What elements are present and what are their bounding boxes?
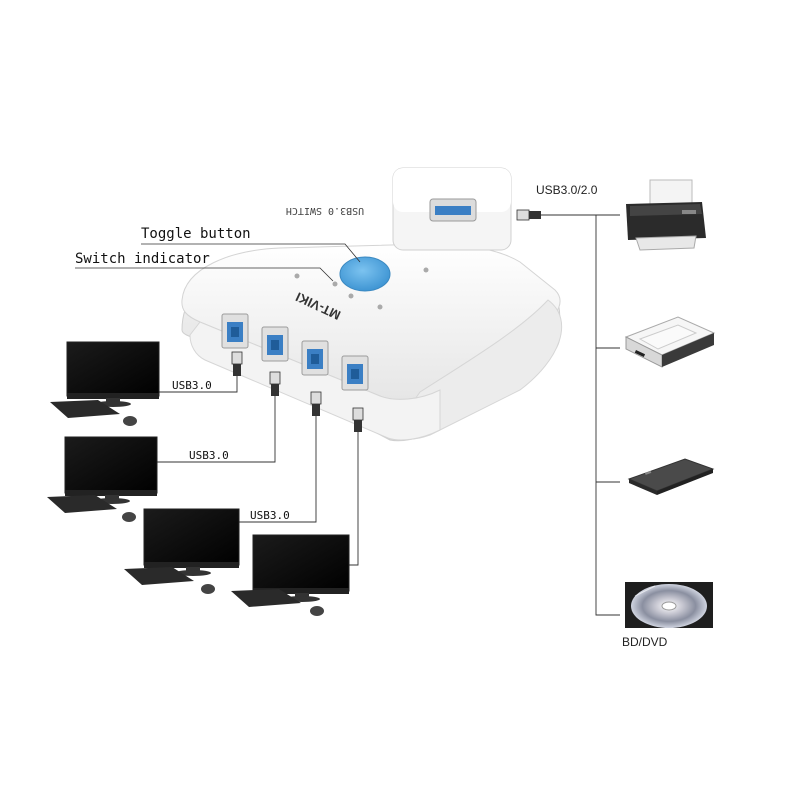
usb-plug [352, 407, 364, 432]
switch-indicator-callout: Switch indicator [75, 251, 334, 282]
toggle-button[interactable] [339, 256, 391, 292]
printer-icon [626, 179, 706, 251]
output-port-housing [392, 167, 512, 251]
switch-indicator-label: Switch indicator [75, 251, 210, 267]
usb-a-port[interactable] [435, 206, 471, 215]
bd-dvd-label: BD/DVD [622, 635, 668, 649]
usb-b-port[interactable] [341, 355, 369, 391]
indicator-led [377, 304, 383, 310]
usb-cable-label: USB3.0 [172, 379, 212, 392]
indicator-led [332, 281, 338, 287]
toggle-button-callout: Toggle button [141, 226, 361, 263]
mouse [122, 512, 136, 522]
keyboard [50, 400, 120, 418]
keyboard [47, 495, 117, 513]
mouse [201, 584, 215, 594]
usb-plug [269, 371, 281, 396]
input-cables [140, 375, 359, 566]
usb-plug [231, 351, 243, 376]
external-hdd-icon [627, 458, 715, 495]
usb-b-port[interactable] [301, 340, 329, 376]
monitor [252, 534, 350, 592]
scanner-icon [624, 316, 716, 368]
computer [47, 436, 158, 522]
output-cable [516, 209, 620, 616]
computer [124, 508, 240, 594]
usb-cable-label: USB3.0 [250, 509, 290, 522]
usb-switch-device: USB3.0 SWITCH MT-VIKI [181, 167, 563, 442]
device-top-label: USB3.0 SWITCH [286, 205, 364, 216]
monitor [143, 508, 240, 566]
indicator-led [423, 267, 429, 273]
indicator-led [348, 293, 354, 299]
usb-b-port[interactable] [261, 326, 289, 362]
indicator-led [294, 273, 300, 279]
usb-plug [310, 391, 322, 416]
monitor [66, 341, 160, 397]
computer [50, 341, 160, 426]
keyboard [231, 589, 301, 607]
usb-plug [516, 209, 541, 221]
mouse [310, 606, 324, 616]
usb-b-port[interactable] [221, 313, 249, 349]
monitor [64, 436, 158, 494]
mouse [123, 416, 137, 426]
output-cable-label: USB3.0/2.0 [536, 183, 598, 197]
keyboard [124, 567, 194, 585]
dvd-disc-icon [625, 582, 713, 628]
toggle-button-label: Toggle button [141, 226, 251, 242]
usb-cable-label: USB3.0 [189, 449, 229, 462]
computer [231, 534, 350, 616]
